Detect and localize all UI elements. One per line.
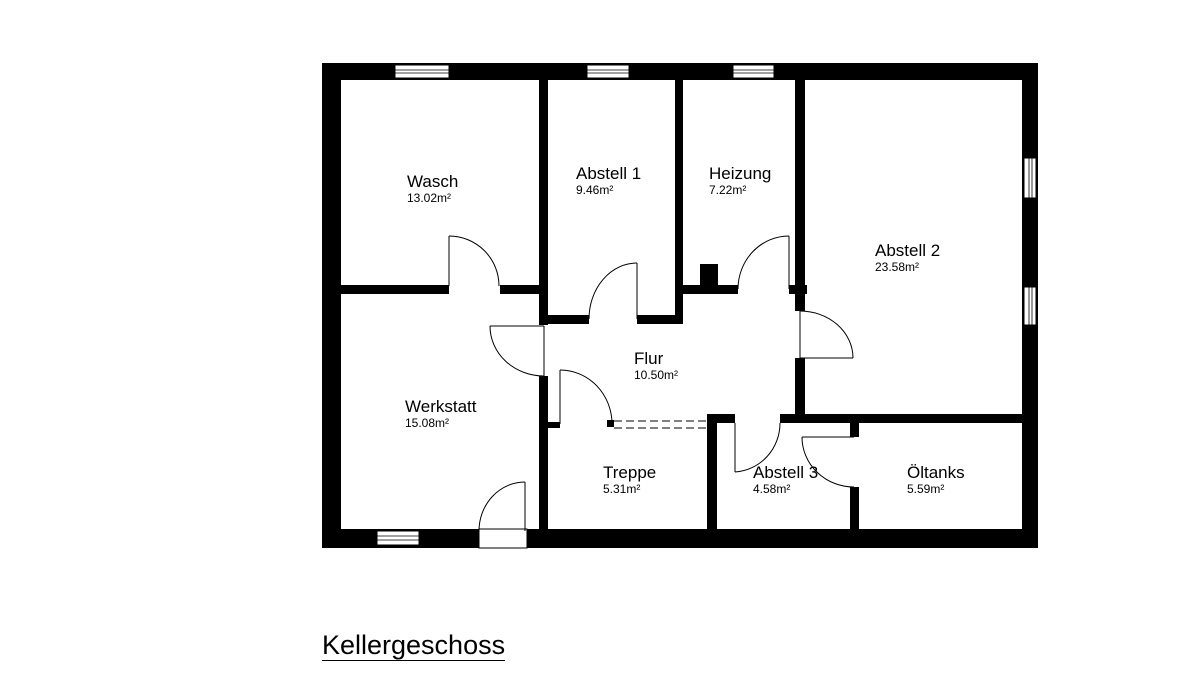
room-name: Abstell 3 xyxy=(753,463,818,482)
room-name: Wasch xyxy=(407,172,458,191)
stair-line xyxy=(614,420,707,429)
room-name: Treppe xyxy=(603,463,656,482)
door-abstell1 xyxy=(588,262,638,320)
door-oeltanks xyxy=(801,436,855,488)
door-treppe xyxy=(559,369,614,427)
window-abstell1 xyxy=(586,64,630,79)
floor-title: Kellergeschoss xyxy=(322,630,506,661)
door-abstell3 xyxy=(734,422,781,473)
room-heizung: Heizung 7.22m² xyxy=(709,164,771,197)
window-wasch xyxy=(394,64,450,79)
door-entrance xyxy=(478,481,528,549)
room-labels: Wasch 13.02m² Abstell 1 9.46m² Heizung 7… xyxy=(405,164,965,496)
room-abstell1: Abstell 1 9.46m² xyxy=(576,164,641,197)
door-werkstatt xyxy=(489,325,545,377)
door-abstell2 xyxy=(799,310,854,359)
window-werkstatt xyxy=(376,530,420,546)
room-oeltanks: Öltanks 5.59m² xyxy=(907,463,965,496)
room-area: 23.58m² xyxy=(875,260,919,274)
room-area: 15.08m² xyxy=(405,416,449,430)
room-area: 5.59m² xyxy=(907,482,944,496)
room-area: 5.31m² xyxy=(603,482,640,496)
room-area: 7.22m² xyxy=(709,183,746,197)
window-abstell2-upper xyxy=(1023,157,1037,199)
room-treppe: Treppe 5.31m² xyxy=(603,463,656,496)
windows xyxy=(376,64,1037,546)
room-name: Heizung xyxy=(709,164,771,183)
room-name: Flur xyxy=(634,349,664,368)
window-abstell2-lower xyxy=(1023,286,1037,326)
room-name: Abstell 2 xyxy=(875,241,940,260)
room-abstell2: Abstell 2 23.58m² xyxy=(875,241,940,274)
room-name: Öltanks xyxy=(907,463,965,482)
room-area: 9.46m² xyxy=(576,183,613,197)
room-abstell3: Abstell 3 4.58m² xyxy=(753,463,818,496)
room-area: 4.58m² xyxy=(753,482,790,496)
room-name: Abstell 1 xyxy=(576,164,641,183)
room-flur: Flur 10.50m² xyxy=(634,349,678,382)
doors xyxy=(448,235,855,549)
room-name: Werkstatt xyxy=(405,397,477,416)
window-heizung xyxy=(732,64,775,79)
room-area: 10.50m² xyxy=(634,368,678,382)
room-wasch: Wasch 13.02m² xyxy=(407,172,458,205)
door-heizung xyxy=(737,235,790,290)
door-wasch xyxy=(448,235,500,287)
room-area: 13.02m² xyxy=(407,191,451,205)
room-werkstatt: Werkstatt 15.08m² xyxy=(405,397,477,430)
interior-walls xyxy=(341,80,1022,529)
